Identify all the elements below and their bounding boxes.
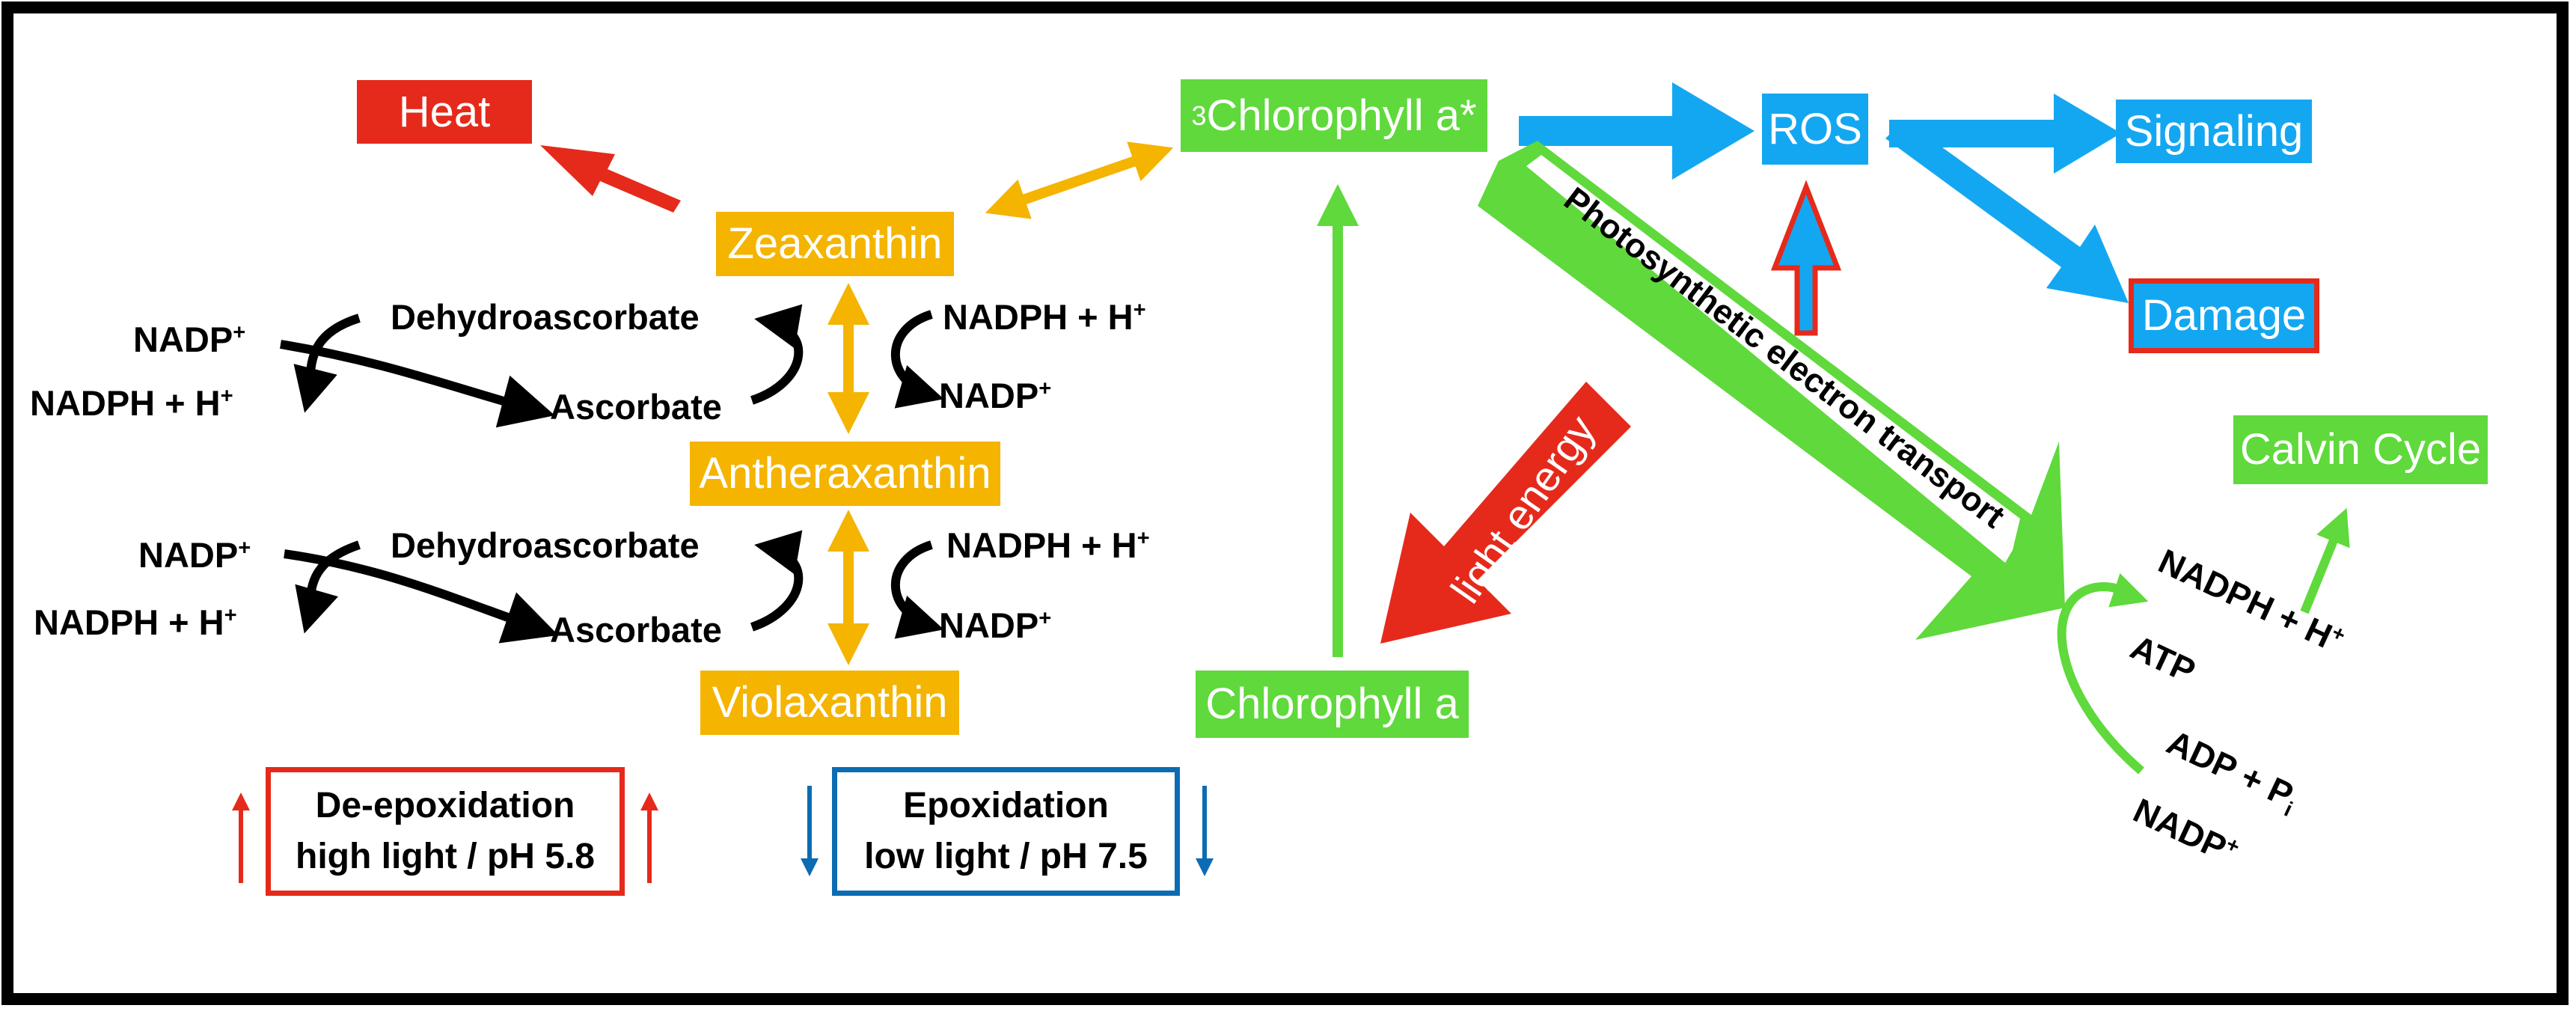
lower-dehydroascorbate: Dehydroascorbate <box>391 525 700 565</box>
atp-synthesis-arrow <box>2057 572 2149 775</box>
upper-nadph-right-text: NADPH + H <box>943 297 1133 337</box>
lower-nadph-left: NADPH + H+ <box>34 605 237 640</box>
lower-nadp-left: NADP+ <box>138 537 251 572</box>
zea-chl-double-arrow <box>985 141 1174 219</box>
triplet-chlorophyll-text: Chlorophyll a* <box>1206 91 1477 140</box>
electron-transport-arrow <box>1478 141 2065 640</box>
epoxidation-condition: low light / pH 7.5 <box>864 837 1148 876</box>
heat-arrow <box>540 145 681 213</box>
outer-frame <box>1 1 2569 1005</box>
lower-nadp-right-sup: + <box>1038 606 1052 631</box>
upper-nadp-left: NADP+ <box>133 322 245 357</box>
triplet-superscript: 3 <box>1191 100 1207 131</box>
lower-mid-curve-right <box>890 540 944 639</box>
ros-label: ROS <box>1762 94 1868 165</box>
lower-nadp-left-text: NADP <box>138 535 239 575</box>
de-epoxidation-title: De-epoxidation <box>315 785 575 825</box>
chl-ros-arrow <box>1519 82 1754 180</box>
ros-signaling-arrow <box>1889 94 2121 174</box>
upper-mid-curve-left <box>750 304 804 405</box>
epoxidation-box: Epoxidation low light / pH 7.5 <box>832 767 1180 896</box>
lower-nadph-right: NADPH + H+ <box>946 528 1150 563</box>
lower-nadp-left-sup: + <box>238 536 251 561</box>
lower-nadph-left-text: NADPH + H <box>34 602 224 642</box>
upper-nadp-right-sup: + <box>1038 376 1052 401</box>
lower-nadph-left-sup: + <box>224 603 237 628</box>
signaling-label: Signaling <box>2116 100 2312 163</box>
lower-mid-curve-left <box>750 530 804 632</box>
electron-transport-inner <box>1526 155 2020 563</box>
upper-nadph-right-sup: + <box>1133 298 1146 323</box>
de-epoxidation-box: De-epoxidation high light / pH 5.8 <box>266 767 625 896</box>
lower-nadph-right-text: NADPH + H <box>946 525 1137 565</box>
calvin-arrow <box>2300 507 2350 614</box>
upper-nadp-right-text: NADP <box>939 376 1039 415</box>
zeaxanthin-label: Zeaxanthin <box>716 212 954 276</box>
violaxanthin-label: Violaxanthin <box>700 671 959 735</box>
upper-left-crossing-2 <box>293 314 361 413</box>
chlorophyll-a-label: Chlorophyll a <box>1196 671 1469 738</box>
upper-mid-curve-right <box>890 310 944 409</box>
damage-label: Damage <box>2129 278 2319 353</box>
upper-nadph-left: NADPH + H+ <box>30 385 233 421</box>
upper-nadp-left-sup: + <box>233 320 246 345</box>
heat-label: Heat <box>357 80 532 144</box>
lower-left-crossing-2 <box>295 540 361 634</box>
ros-up-arrow <box>1770 180 1842 336</box>
lower-nadp-right-text: NADP <box>939 605 1039 645</box>
lower-nadph-right-sup: + <box>1136 526 1150 551</box>
upper-ascorbate: Ascorbate <box>550 387 722 427</box>
upper-nadph-left-text: NADPH + H <box>30 383 221 423</box>
calvin-cycle-label: Calvin Cycle <box>2233 415 2488 484</box>
upper-nadph-left-sup: + <box>220 384 233 409</box>
antheraxanthin-label: Antheraxanthin <box>690 442 1000 506</box>
lower-ascorbate: Ascorbate <box>550 610 722 650</box>
de-epoxidation-condition: high light / pH 5.8 <box>296 837 595 876</box>
epoxidation-title: Epoxidation <box>903 785 1109 825</box>
upper-nadph-right: NADPH + H+ <box>943 299 1146 335</box>
lower-nadp-right: NADP+ <box>939 608 1051 643</box>
upper-nadp-right: NADP+ <box>939 378 1051 413</box>
upper-dehydroascorbate: Dehydroascorbate <box>391 297 700 337</box>
upper-nadp-left-text: NADP <box>133 320 233 359</box>
upper-left-crossing-1 <box>280 340 555 428</box>
light-energy-arrow <box>1380 382 1631 644</box>
ros-damage-arrow <box>1885 120 2129 303</box>
